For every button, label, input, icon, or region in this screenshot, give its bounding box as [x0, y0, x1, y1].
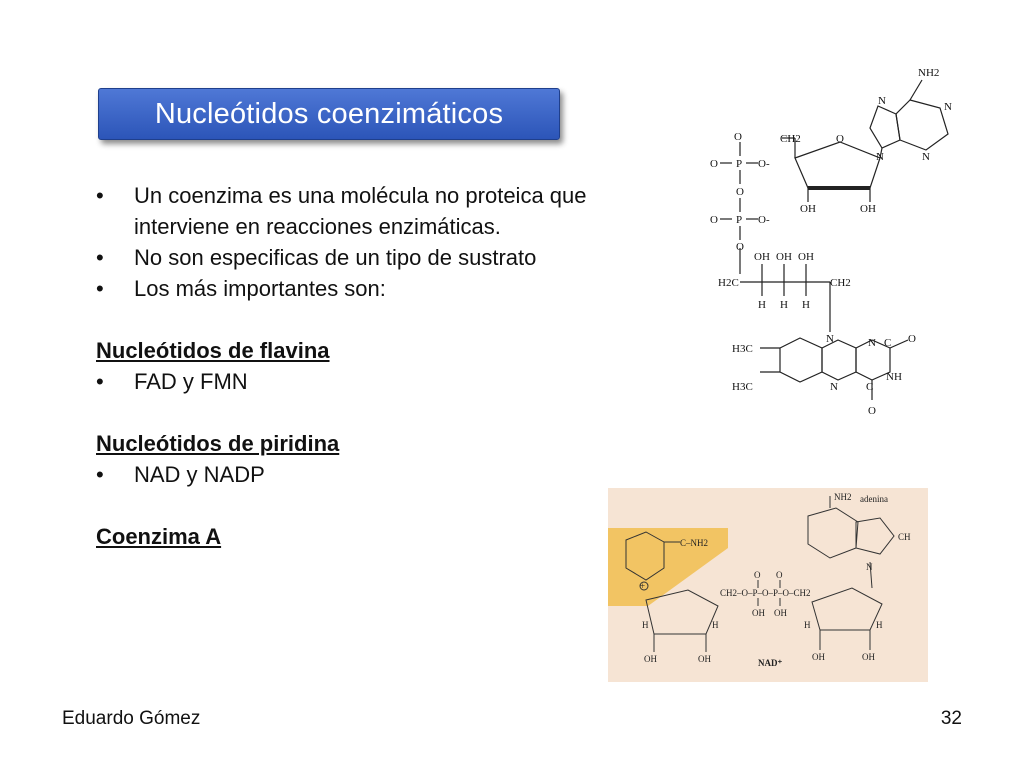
oh-label: OH	[812, 652, 825, 662]
plus-label: +	[640, 581, 645, 591]
oh-label: OH	[798, 251, 814, 263]
flavin-structure-diagram: NH2 N N N N O CH2 O O P O- O O P O- O OH…	[710, 67, 952, 417]
slide-content: Un coenzima es una molécula no proteica …	[96, 180, 656, 552]
nad-label: NAD⁺	[758, 658, 782, 668]
bullet-item: No son especificas de un tipo de sustrat…	[96, 242, 656, 273]
p-label: P	[736, 158, 742, 170]
o-label: O	[908, 333, 916, 345]
n-label: N	[876, 151, 884, 163]
nad-structure-diagram: NH2 adenina C–NH2 CH + CH2–O–P–O–P–O–CH2…	[608, 488, 928, 682]
footer-author: Eduardo Gómez	[62, 708, 201, 729]
n-label: N	[944, 101, 952, 113]
oh-label: OH	[698, 654, 711, 664]
oh-label: OH	[860, 203, 876, 215]
oh-label: OH	[800, 203, 816, 215]
o-minus-label: O-	[758, 158, 770, 170]
carboxamide-label: C–NH2	[680, 538, 708, 548]
h-label: H	[712, 620, 719, 630]
c-label: C	[884, 337, 891, 349]
nh2-label: NH2	[918, 67, 939, 79]
oh-label: OH	[774, 608, 787, 618]
ch-label: CH	[898, 532, 911, 542]
adenina-nh2-label: NH2	[834, 492, 852, 502]
o-label: O	[736, 186, 744, 198]
nh-label: NH	[886, 371, 902, 383]
n-label: N	[826, 333, 834, 345]
h-label: H	[758, 299, 766, 311]
oh-label: OH	[776, 251, 792, 263]
o-label: O	[776, 570, 783, 580]
oh-label: OH	[752, 608, 765, 618]
oh-label: OH	[862, 652, 875, 662]
o-label: O	[754, 570, 761, 580]
ch2-label: CH2	[830, 277, 851, 289]
diphosphate-chain-label: CH2–O–P–O–P–O–CH2	[720, 588, 811, 598]
h-label: H	[780, 299, 788, 311]
section-heading-flavina: Nucleótidos de flavina	[96, 338, 330, 363]
n-label: N	[868, 337, 876, 349]
bullet-item: FAD y FMN	[96, 366, 656, 397]
c-label: C	[866, 381, 873, 393]
n-label: N	[922, 151, 930, 163]
o-label: O	[868, 405, 876, 417]
o-label: O	[736, 241, 744, 253]
ch2-label: CH2	[780, 133, 801, 145]
o-minus-label: O-	[758, 214, 770, 226]
o-label: O	[836, 133, 844, 145]
section-heading-coenzima-a: Coenzima A	[96, 524, 222, 549]
slide-title-box: Nucleótidos coenzimáticos	[98, 88, 560, 140]
h-label: H	[642, 620, 649, 630]
n-label: N	[866, 562, 873, 572]
h3c-label: H3C	[732, 343, 753, 355]
n-label: N	[878, 95, 886, 107]
h-label: H	[876, 620, 883, 630]
slide-title: Nucleótidos coenzimáticos	[154, 97, 504, 130]
bullet-item: Un coenzima es una molécula no proteica …	[96, 180, 656, 242]
adenina-label: adenina	[860, 494, 888, 504]
bullet-item: Los más importantes son:	[96, 273, 656, 304]
o-label: O	[710, 158, 718, 170]
o-label: O	[734, 131, 742, 143]
section-heading-piridina: Nucleótidos de piridina	[96, 431, 340, 456]
bullet-item: NAD y NADP	[96, 459, 656, 490]
h-label: H	[804, 620, 811, 630]
oh-label: OH	[644, 654, 657, 664]
oh-label: OH	[754, 251, 770, 263]
o-label: O	[710, 214, 718, 226]
p-label: P	[736, 214, 742, 226]
h-label: H	[802, 299, 810, 311]
page-number: 32	[940, 708, 962, 729]
h2c-label: H2C	[718, 277, 739, 289]
h3c-label: H3C	[732, 381, 753, 393]
n-label: N	[830, 381, 838, 393]
